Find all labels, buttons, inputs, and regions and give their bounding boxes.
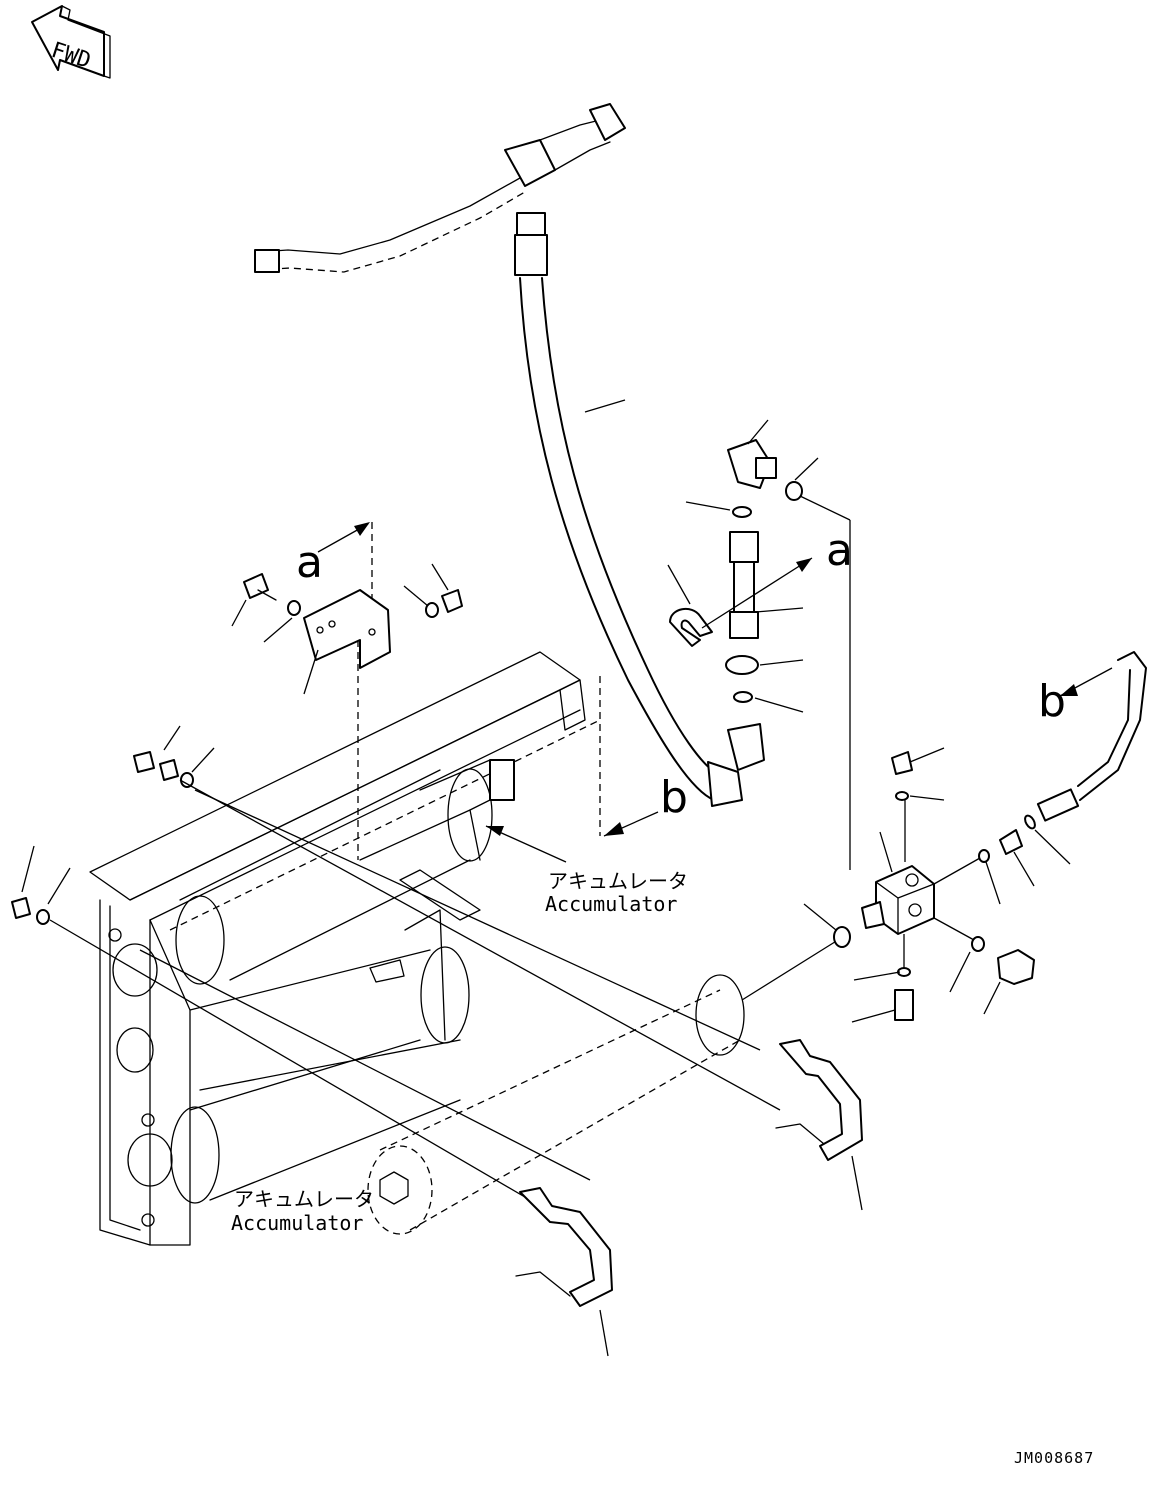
leader-lines bbox=[49, 495, 851, 1201]
fitting-column bbox=[667, 419, 819, 713]
frame-structure bbox=[89, 651, 601, 1246]
band-clamp-left bbox=[515, 1187, 613, 1357]
accumulator-lower-en: Accumulator bbox=[231, 1211, 363, 1235]
ref-arrow-a-right: a bbox=[701, 525, 853, 629]
fwd-label: FWD bbox=[48, 38, 94, 74]
accumulator-upper bbox=[175, 759, 515, 985]
accumulator-lower-jp: アキュムレータ bbox=[234, 1187, 374, 1211]
accumulator-label-upper: アキュムレータ Accumulator bbox=[485, 825, 688, 916]
ref-arrow-a-left: a bbox=[296, 522, 373, 860]
band-clamp-right bbox=[775, 1039, 863, 1211]
accumulator-exploded bbox=[367, 903, 851, 1235]
accumulator-lower bbox=[170, 1039, 461, 1204]
hydraulic-hose bbox=[514, 212, 765, 807]
ref-label-b-center: b bbox=[660, 772, 688, 823]
upper-pipe bbox=[254, 103, 626, 273]
fwd-arrow-icon: FWD bbox=[31, 5, 111, 79]
accumulator-middle bbox=[189, 946, 470, 1091]
ref-label-b-right: b bbox=[1038, 676, 1066, 727]
valve-block bbox=[851, 747, 1035, 1023]
accumulator-upper-en: Accumulator bbox=[545, 892, 677, 916]
ref-arrow-b-center: b bbox=[599, 676, 688, 837]
ref-label-a-left: a bbox=[296, 537, 323, 588]
bracket-assembly bbox=[231, 563, 463, 695]
drawing-code: JM008687 bbox=[1014, 1449, 1094, 1467]
accumulator-label-lower: アキュムレータ Accumulator bbox=[231, 1187, 374, 1235]
fasteners-left bbox=[11, 725, 215, 925]
accumulator-upper-jp: アキュムレータ bbox=[548, 869, 688, 893]
ref-arrow-b-right: b bbox=[1024, 651, 1147, 865]
ref-label-a-right: a bbox=[826, 525, 853, 576]
